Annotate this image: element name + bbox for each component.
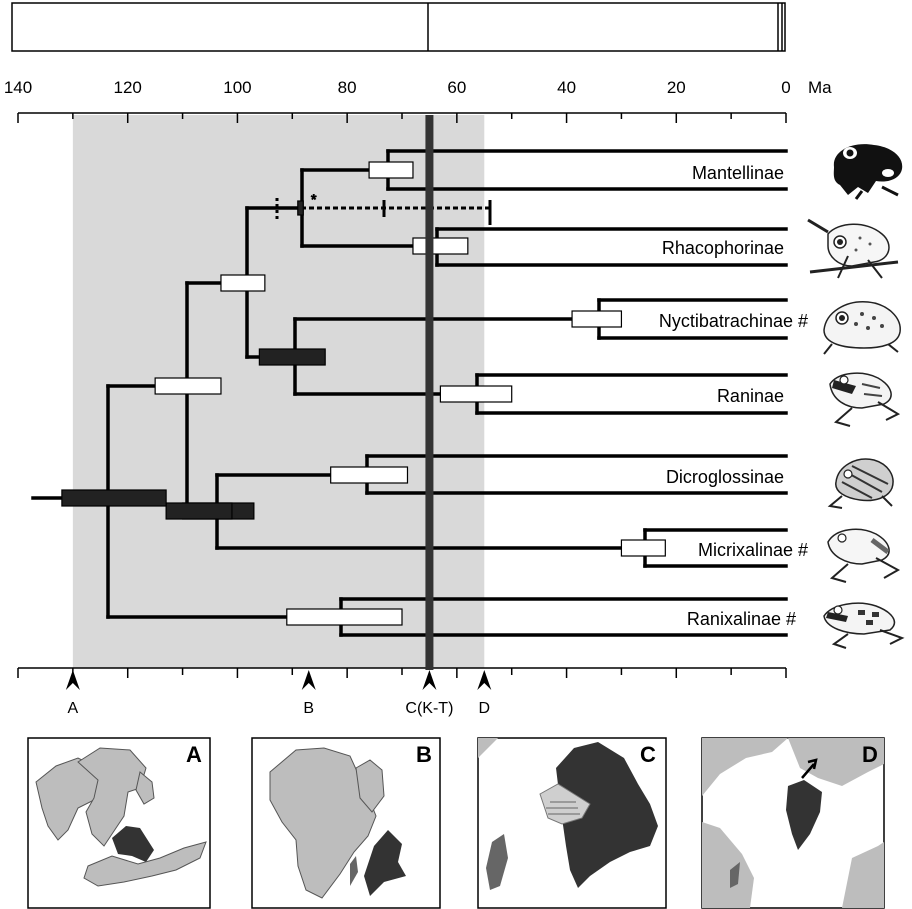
event-label: C(K-T) [405, 700, 453, 717]
dashed-lineage-asterisk: * [311, 191, 317, 207]
map-b: B [251, 737, 441, 909]
event-label: D [479, 700, 491, 717]
top-axis-tick-label: 20 [667, 78, 686, 97]
frog-raninae-icon [829, 372, 901, 427]
top-axis-tick-label: 60 [447, 78, 466, 97]
node-age-box [220, 274, 266, 292]
taxon-label-raninae: Raninae [717, 386, 784, 406]
taxon-label-dicroglossinae: Dicroglossinae [666, 467, 784, 487]
node-age-box [297, 200, 304, 216]
event-arrow-icon [65, 670, 80, 690]
node-age-box [412, 237, 469, 255]
node-age-box [368, 161, 414, 179]
paleomaps: A B C [27, 737, 885, 909]
bottom-time-axis [17, 667, 787, 678]
event-label: A [68, 700, 79, 717]
frog-icons [807, 144, 905, 649]
event-arrow-icon [477, 670, 492, 690]
frog-mantellinae-icon [833, 144, 903, 200]
taxon-labels: Mantellinae Rhacophorinae Nyctibatrachin… [659, 163, 808, 629]
node-age-box [61, 489, 167, 507]
node-age-box [165, 502, 233, 520]
node-age-box [439, 385, 513, 403]
node-age-intervals [61, 161, 666, 626]
event-markers: A B C(K-T) D [65, 670, 492, 717]
taxon-label-micrixalinae: Micrixalinae # [698, 540, 808, 560]
top-axis-tick-label: 80 [338, 78, 357, 97]
frog-ranixalinae-icon [823, 602, 905, 649]
node-age-box [286, 608, 403, 626]
map-a-label: A [186, 742, 202, 767]
event-arrow-icon [301, 670, 316, 690]
frog-nyctibatrachinae-icon [823, 301, 901, 355]
node-age-box [258, 348, 326, 366]
top-axis-tick-label: 120 [114, 78, 142, 97]
axis-unit-label: Ma [808, 78, 832, 97]
map-c-label: C [640, 742, 656, 767]
node-age-box [571, 310, 623, 328]
map-d: D [701, 737, 885, 909]
map-a: A [27, 737, 211, 909]
event-arrow-icon [422, 670, 437, 690]
taxon-label-mantellinae: Mantellinae [692, 163, 784, 183]
frog-micrixalinae-icon [827, 528, 901, 583]
map-c: C [477, 737, 667, 909]
map-d-label: D [862, 742, 878, 767]
timescale-box [11, 2, 786, 52]
top-axis-tick-label: 100 [223, 78, 251, 97]
node-age-box [330, 466, 409, 484]
event-label: B [303, 700, 314, 717]
frog-rhacophorinae-icon [807, 218, 899, 279]
node-age-box [620, 539, 666, 557]
top-axis-tick-label: 40 [557, 78, 576, 97]
map-b-label: B [416, 742, 432, 767]
dashed-lineage: * [275, 191, 492, 225]
taxon-label-ranixalinae: Ranixalinae # [687, 609, 796, 629]
node-age-box [154, 377, 222, 395]
shaded-time-interval [72, 115, 485, 668]
frog-dicroglossinae-icon [827, 458, 894, 509]
taxon-label-nyctibatrachinae: Nyctibatrachinae # [659, 311, 808, 331]
top-axis-tick-label: 0 [781, 78, 790, 97]
kt-boundary-bar [425, 115, 434, 670]
top-axis-tick-label: 140 [4, 78, 32, 97]
taxon-label-rhacophorinae: Rhacophorinae [662, 238, 784, 258]
top-time-axis: 140 120 100 80 60 40 20 0 Ma [4, 78, 832, 123]
